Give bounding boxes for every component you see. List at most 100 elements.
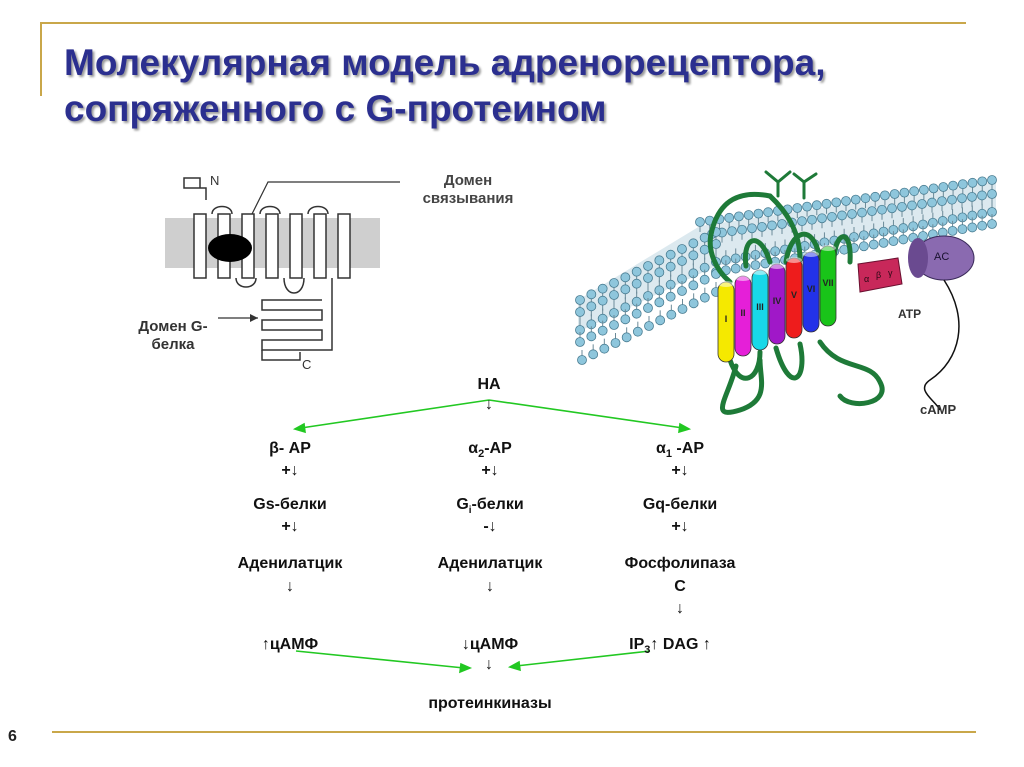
arrow-ip3-to-pk — [515, 650, 651, 667]
lipid-head — [677, 286, 687, 296]
lipid-head — [957, 193, 967, 204]
gi-subscript: i — [468, 505, 472, 517]
lipid-head — [850, 194, 861, 205]
alpha1-sign-1: +↓ — [671, 462, 689, 479]
ligand-binding-site — [208, 234, 252, 262]
lipid-head — [665, 291, 676, 302]
ip3-dag: IP3↑ DAG ↑ — [580, 636, 760, 656]
alpha1-symbol: α — [656, 440, 666, 457]
g-domain-arrowhead — [250, 314, 258, 322]
tm-helix-5 — [289, 213, 303, 279]
lipid-head — [695, 217, 705, 227]
top-rule — [40, 22, 966, 24]
lipid-head — [666, 309, 677, 320]
arrow-camp-up-to-pk — [295, 650, 465, 669]
lipid-head — [654, 297, 665, 308]
beta-receptor: β- АР — [269, 440, 311, 457]
gq-sign-2: +↓ — [671, 518, 689, 535]
lipid-head — [987, 219, 997, 229]
lipid-head — [620, 314, 631, 325]
lipid-head — [577, 355, 587, 365]
arrow-na-to-alpha1 — [488, 399, 684, 429]
lipid-head — [899, 187, 910, 198]
col3-arrow: ↓ — [676, 600, 684, 617]
col1-arrow: ↓ — [286, 578, 294, 595]
lipid-head — [688, 280, 699, 291]
intracellular-loop-2 — [283, 277, 305, 294]
lipid-head — [586, 331, 597, 342]
left-rule — [40, 22, 42, 96]
lipid-head — [857, 207, 867, 218]
g-protein-alpha: α — [864, 274, 869, 284]
pathway-root: НА — [477, 376, 501, 393]
extracellular-loop-2 — [259, 205, 281, 215]
lipid-head — [743, 210, 754, 220]
lipid-head — [909, 186, 920, 197]
helix-cap-7 — [820, 245, 836, 251]
lipid-head — [597, 325, 608, 336]
lipid-head — [938, 182, 949, 192]
alpha2-subscript: 2 — [478, 448, 485, 461]
lipid-head — [870, 191, 881, 202]
title-line-1: Молекулярная модель адренорецептора, — [64, 42, 826, 83]
lipid-head — [699, 274, 710, 285]
chain-ext-loop-1 — [742, 238, 773, 269]
g-protein-beta: β — [876, 270, 881, 280]
lipid-head — [727, 226, 737, 237]
chain-int-loop-2 — [773, 341, 805, 381]
helix-cap-6 — [803, 251, 819, 257]
ac-side — [908, 238, 928, 278]
alpha2-suffix: -АР — [484, 440, 512, 457]
lipid-head — [737, 224, 747, 235]
membrane-slab — [578, 182, 996, 332]
lipid-head — [977, 176, 988, 187]
lipid-head — [734, 211, 744, 222]
lipid-head — [688, 250, 699, 261]
lipid-head — [665, 261, 676, 272]
gs-proteins: Gs-белки — [253, 496, 327, 513]
n-link — [200, 187, 207, 200]
adenylate-cyclase-1: Аденилатцик — [237, 555, 343, 572]
alpha1-receptor: α1 -АР — [600, 440, 760, 460]
chain-link-a — [767, 193, 803, 263]
arrowhead-beta — [292, 422, 306, 434]
chain-loop-b — [719, 357, 765, 415]
lipid-head — [699, 292, 710, 303]
lipid-head — [877, 204, 887, 215]
lipid-head — [841, 196, 851, 206]
arrow-na-to-beta — [300, 399, 490, 429]
antenna-2 — [792, 172, 818, 200]
lipid-head — [897, 201, 907, 212]
ip3-dag-suffix: ↑ DAG ↑ — [650, 636, 711, 653]
adenylate-cyclase-2: Аденилатцик — [437, 555, 543, 572]
protein-kinases: протеинкиназы — [428, 695, 552, 712]
lipid-head — [586, 289, 597, 300]
lipid-head — [643, 261, 653, 271]
alpha2-receptor: α2-АР — [410, 440, 570, 460]
col2-arrow: ↓ — [486, 578, 494, 595]
camp-label: cAMP — [920, 402, 956, 417]
lipid-head — [757, 221, 767, 232]
helix-label-6: VI — [807, 284, 816, 294]
lipid-head — [609, 320, 619, 330]
helix-cap-5 — [786, 257, 802, 263]
lipid-head — [867, 206, 877, 217]
lipid-head — [588, 349, 599, 360]
lipid-head — [957, 179, 968, 190]
camp-decrease: ↓цАМФ — [461, 636, 519, 653]
gs-sign-2: +↓ — [281, 518, 299, 535]
lipid-head — [888, 236, 899, 247]
lipid-head — [957, 224, 968, 235]
g-protein-subunits — [857, 257, 903, 293]
phospholipase-c-line1: Фосфолипаза — [624, 555, 736, 572]
tm-helix-7 — [337, 213, 351, 279]
gi-suffix: -белки — [471, 496, 524, 513]
lipid-head — [918, 231, 928, 241]
lipid-head — [807, 214, 817, 225]
lipid-head — [620, 272, 631, 283]
lipid-head — [767, 220, 777, 231]
lipid-head — [860, 193, 871, 204]
lipid-head — [620, 284, 631, 295]
lipid-head — [609, 278, 619, 288]
c-terminal-tail — [261, 350, 301, 361]
